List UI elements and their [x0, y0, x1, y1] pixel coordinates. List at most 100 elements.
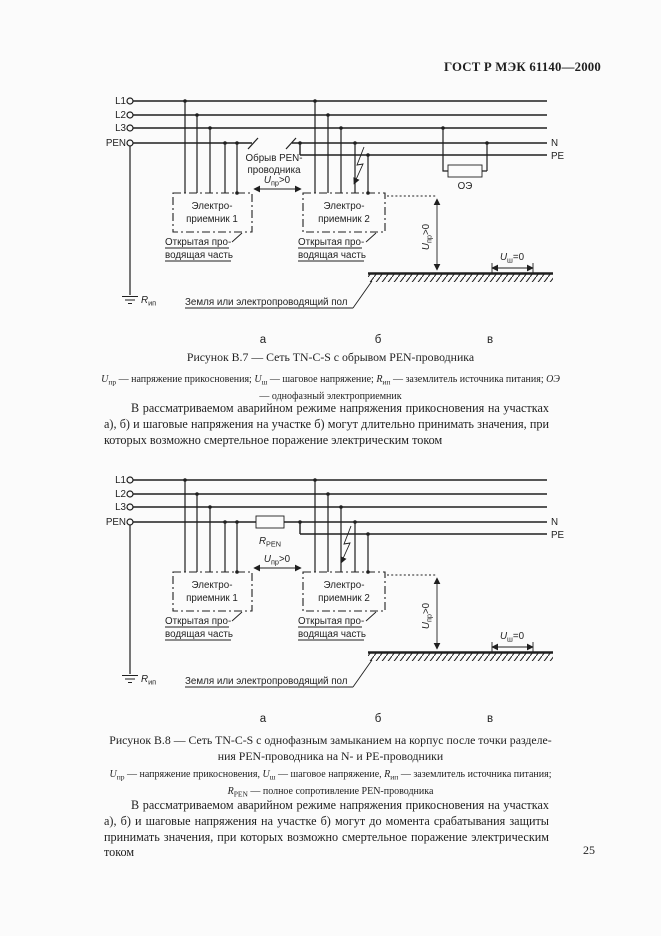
terminal-l1 [126, 97, 134, 105]
open-part-label-1: Открытая про- водящая часть [165, 232, 243, 262]
figure-b8-caption-line2: ния PEN-проводника на N- и PE-проводники [217, 748, 444, 763]
terminal-l3 [126, 124, 134, 132]
bus-label-l3: L3 [115, 502, 126, 513]
svg-text:Открытая про-: Открытая про- [165, 237, 231, 248]
touch-voltage-arrow: Uпр>0 [387, 195, 441, 271]
open-part-label-2: Открытая про- водящая часть [298, 611, 377, 641]
ground-surface [368, 272, 553, 282]
receiver-2: Электро- приемник 2 [302, 99, 386, 233]
oe-resistor-icon [447, 164, 483, 178]
step-voltage-dimension: Uш=0 [491, 252, 534, 273]
svg-text:Электро-: Электро- [324, 201, 365, 212]
svg-text:Uш=0: Uш=0 [500, 631, 525, 644]
earth-symbol-icon [122, 675, 138, 683]
figure-b8-diagram: L1 L2 L3 PEN N PE RPEN Электро- приемник… [106, 475, 565, 725]
svg-text:Электро-: Электро- [324, 580, 365, 591]
bus-label-pe: PE [551, 530, 565, 541]
ground-surface [368, 651, 553, 661]
svg-text:а: а [260, 334, 267, 346]
svg-text:Uпр>0: Uпр>0 [421, 223, 434, 250]
svg-text:Открытая про-: Открытая про- [165, 616, 231, 627]
rpen-resistor: RPEN [255, 515, 285, 549]
touch-voltage-dimension: Uпр>0 [253, 175, 302, 193]
fault-lightning-icon [340, 525, 352, 564]
figure-b8-paragraph: В рассматриваемом аварийном режиме напря… [104, 798, 549, 860]
touch-voltage-arrow: Uпр>0 [387, 574, 441, 650]
receiver-1: Электро- приемник 1 [172, 99, 253, 233]
svg-text:Uпр>0: Uпр>0 [264, 175, 291, 188]
receiver-1: Электро- приемник 1 [172, 478, 253, 612]
figure-b7-diagram: L1 L2 L3 PEN N PE Обрыв PEN- проводника … [106, 96, 565, 346]
svg-text:L3: L3 [115, 123, 126, 134]
svg-text:L1: L1 [115, 96, 126, 107]
ground-label: Земля или электропроводящий пол [185, 280, 373, 309]
svg-text:б: б [375, 334, 382, 346]
figure-b8-caption: Рисунок В.8 — Сеть TN-C-S с однофазным з… [0, 733, 661, 764]
svg-text:а: а [260, 713, 267, 725]
svg-text:N: N [551, 138, 558, 149]
svg-text:ОЭ: ОЭ [458, 181, 473, 192]
rpen-resistor-icon [255, 515, 285, 529]
svg-text:PEN: PEN [106, 517, 126, 528]
bus-label-n: N [551, 517, 558, 528]
bus-label-pe: PE [551, 151, 565, 162]
figure-b7-legend: Uпр — напряжение прикосновения; Uш — шаг… [101, 374, 560, 402]
document-header: ГОСТ Р МЭК 61140—2000 [443, 60, 601, 74]
svg-text:Земля или электропроводящий по: Земля или электропроводящий пол [185, 676, 348, 687]
pen-break-icon [247, 137, 297, 150]
bus-label-l2: L2 [115, 489, 126, 500]
svg-text:проводника: проводника [247, 165, 301, 176]
open-part-label-2: Открытая про- водящая часть [298, 232, 377, 262]
svg-text:Обрыв PEN-: Обрыв PEN- [245, 153, 302, 164]
bus-label-l3: L3 [115, 123, 126, 134]
svg-text:L1: L1 [115, 475, 126, 486]
receiver-2: Электро- приемник 2 [302, 478, 386, 612]
bus-lines: L1 L2 L3 PEN N PE [106, 96, 565, 162]
open-part-label-1: Открытая про- водящая часть [165, 611, 243, 641]
svg-text:L3: L3 [115, 502, 126, 513]
earth-electrode: Rип [122, 525, 156, 687]
svg-text:PEN: PEN [106, 138, 126, 149]
figure-b8-legend: Uпр — напряжение прикосновения, Uш — шаг… [109, 769, 552, 798]
svg-text:Открытая про-: Открытая про- [298, 237, 364, 248]
svg-text:Электро-: Электро- [192, 201, 233, 212]
bus-label-l1: L1 [115, 96, 126, 107]
terminal-l3 [126, 503, 134, 511]
svg-text:Uпр>0: Uпр>0 [421, 602, 434, 629]
svg-text:приемник 2: приемник 2 [318, 593, 370, 604]
svg-text:L2: L2 [115, 110, 126, 121]
bus-label-pen: PEN [106, 517, 126, 528]
bus-label-l2: L2 [115, 110, 126, 121]
earth-symbol-icon [122, 296, 138, 304]
bus-label-pen: PEN [106, 138, 126, 149]
svg-text:б: б [375, 713, 382, 725]
svg-text:PE: PE [551, 530, 565, 541]
step-voltage-dimension: Uш=0 [491, 631, 534, 652]
svg-text:Rип: Rип [141, 295, 156, 308]
figure-b7-caption: Рисунок В.7 — Сеть TN-C-S с обрывом PEN-… [186, 350, 475, 364]
pen-break-label: Обрыв PEN- проводника [245, 153, 302, 176]
terminal-l2 [126, 490, 134, 498]
svg-text:водящая часть: водящая часть [298, 629, 366, 640]
svg-text:в: в [487, 334, 493, 346]
bus-label-n: N [551, 138, 558, 149]
earth-electrode: Rип [122, 146, 156, 308]
terminal-pen [126, 518, 134, 526]
svg-text:приемник 1: приемник 1 [186, 593, 238, 604]
svg-text:Uпр>0: Uпр>0 [264, 554, 291, 567]
svg-text:Электро-: Электро- [192, 580, 233, 591]
receiver-2-box [302, 192, 386, 233]
svg-text:водящая часть: водящая часть [298, 250, 366, 261]
terminal-l1 [126, 476, 134, 484]
svg-text:Rип: Rип [141, 674, 156, 687]
receiver-1-box [172, 571, 253, 612]
svg-text:Земля или электропроводящий по: Земля или электропроводящий пол [185, 297, 348, 308]
bus-label-l1: L1 [115, 475, 126, 486]
zone-letters: а б в [260, 713, 493, 725]
svg-text:в: в [487, 713, 493, 725]
svg-text:N: N [551, 517, 558, 528]
figure-b7-paragraph: В рассматриваемом аварийном режиме напря… [104, 401, 549, 447]
terminal-l2 [126, 111, 134, 119]
svg-text:PE: PE [551, 151, 565, 162]
receiver-2-box [302, 571, 386, 612]
